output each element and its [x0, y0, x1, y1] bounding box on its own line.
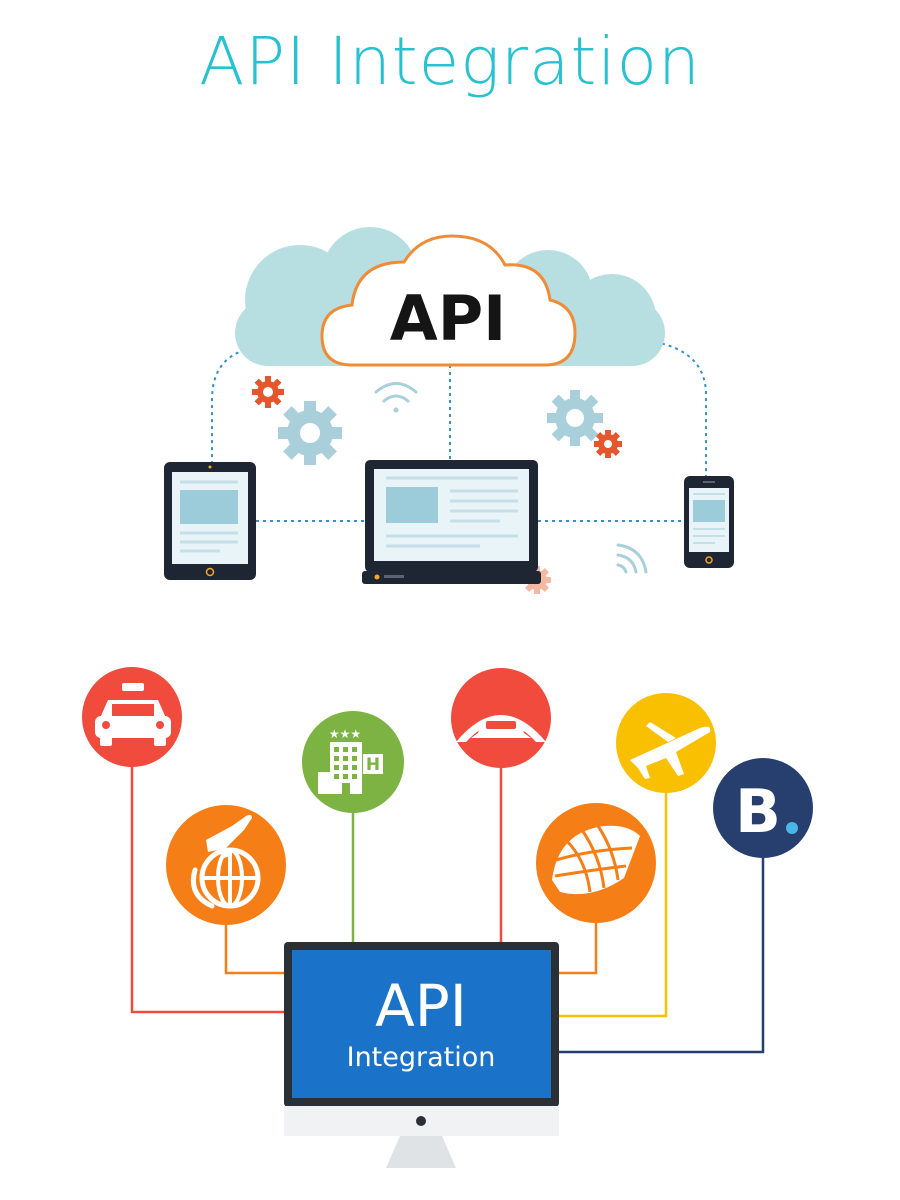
- connector-booking: [559, 858, 765, 1054]
- airplane-icon: [616, 693, 716, 793]
- booking-icon: B: [713, 758, 813, 858]
- connector-cruise: [559, 923, 598, 975]
- hotel-sign-letter: H: [366, 755, 380, 775]
- taxi-icon: [82, 667, 182, 767]
- gear-icon-large-right: [547, 390, 603, 446]
- tablet-icon: [164, 462, 256, 580]
- connector-cloud-phone: [654, 341, 707, 478]
- monitor-icon: API Integration: [284, 942, 559, 1168]
- gear-icon-small-right: [594, 430, 622, 458]
- hotel-stars: ★★★: [329, 727, 361, 741]
- phone-icon: [684, 476, 734, 568]
- booking-letter: B: [735, 777, 781, 847]
- wifi-icon-bottom: [616, 543, 648, 574]
- flight-globe-icon: [166, 805, 286, 925]
- laptop-icon: [362, 460, 541, 584]
- dotted-connectors: [211, 341, 707, 522]
- cruise-icon: [536, 803, 656, 923]
- hotel-icon: ★★★ H: [302, 711, 404, 813]
- connector-airplane: [559, 793, 668, 1018]
- connector-taxi: [130, 767, 284, 1014]
- cloud-front-shape: [320, 234, 577, 367]
- connector-cloud-tablet: [211, 349, 246, 462]
- car-rental-icon: [451, 668, 551, 768]
- connector-flight-globe: [224, 925, 284, 975]
- page-title: API Integration: [199, 23, 701, 100]
- gear-icon-small-left: [252, 376, 284, 408]
- monitor-line1: API: [375, 972, 467, 1040]
- service-connectors: [130, 767, 765, 1054]
- wifi-icon-top: [374, 382, 418, 413]
- monitor-line2: Integration: [347, 1042, 496, 1073]
- cloud-api-label: API: [390, 282, 507, 355]
- cloud-icon: API: [235, 227, 665, 367]
- gear-icon-large-left: [278, 401, 342, 465]
